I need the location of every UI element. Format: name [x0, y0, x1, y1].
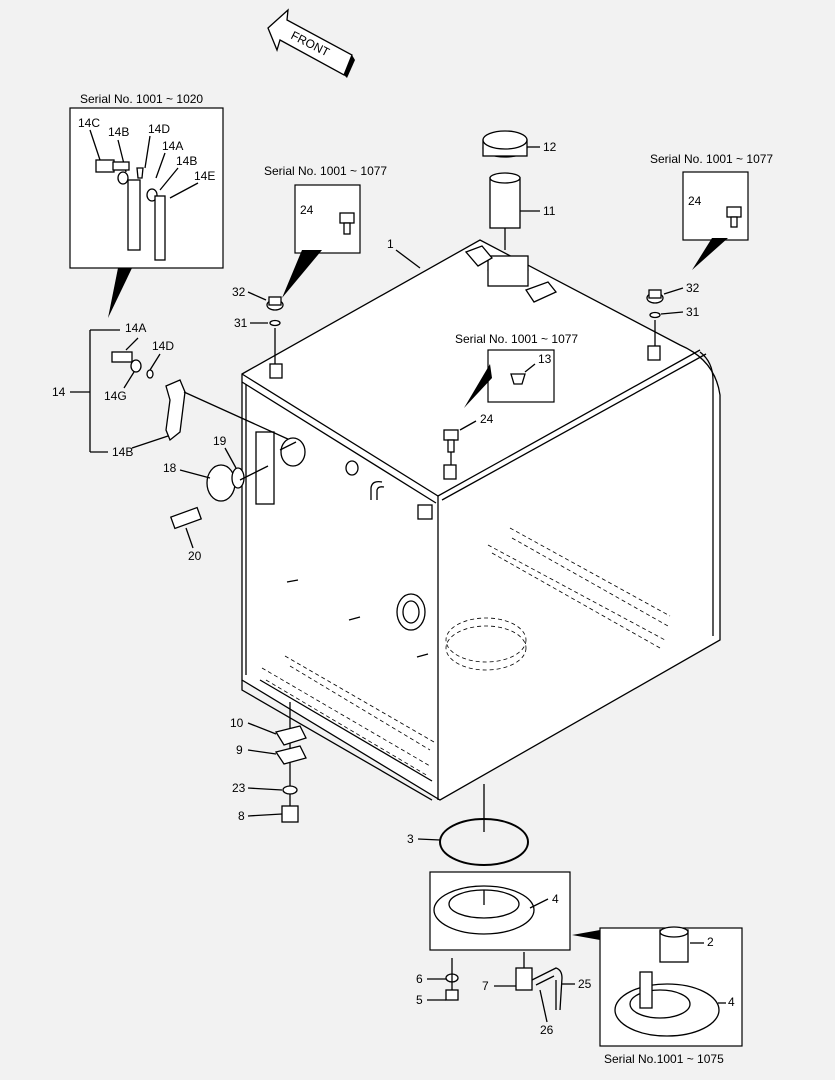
serial-label-1077-right: Serial No. 1001 ~ 1077 — [650, 152, 773, 166]
detail-box-1020 — [69, 107, 224, 269]
callout-24-right: 24 — [688, 194, 702, 208]
callout-11: 11 — [543, 204, 556, 218]
serial-label-1020: Serial No. 1001 ~ 1020 — [80, 92, 203, 106]
detail-box-1077-right — [682, 171, 749, 241]
strainer — [489, 172, 521, 250]
callout-26: 26 — [540, 1023, 554, 1037]
callout-24-left: 24 — [300, 203, 314, 217]
callout-14b: 14B — [112, 445, 133, 459]
front-arrow: FRONT — [267, 8, 355, 78]
serial-label-1077-left: Serial No. 1001 ~ 1077 — [264, 164, 387, 178]
callout-14b-box-1: 14B — [108, 125, 129, 139]
callout-6: 6 — [416, 972, 423, 986]
callout-3: 3 — [407, 832, 414, 846]
callout-9: 9 — [236, 743, 243, 757]
callout-10: 10 — [230, 716, 244, 730]
callout-5: 5 — [416, 993, 423, 1007]
o-ring — [439, 818, 529, 866]
callout-4-left: 4 — [552, 892, 559, 906]
callout-14b-box-2: 14B — [176, 154, 197, 168]
callout-14d: 14D — [152, 339, 174, 353]
callout-14d-box: 14D — [148, 122, 170, 136]
hydraulic-tank — [241, 239, 721, 801]
callout-18: 18 — [163, 461, 177, 475]
callout-24-mid: 24 — [480, 412, 494, 426]
callout-14: 14 — [52, 385, 66, 399]
callout-13: 13 — [538, 352, 552, 366]
callout-4-right: 4 — [728, 995, 735, 1009]
callout-14c-box: 14C — [78, 116, 100, 130]
callout-14a-box: 14A — [162, 139, 183, 153]
callout-1: 1 — [387, 237, 394, 251]
callout-32-right: 32 — [686, 281, 700, 295]
callout-8: 8 — [238, 809, 245, 823]
callout-31-right: 31 — [686, 305, 700, 319]
callout-19: 19 — [213, 434, 227, 448]
serial-label-1075: Serial No.1001 ~ 1075 — [604, 1052, 724, 1066]
callout-2: 2 — [707, 935, 714, 949]
serial-label-1077-mid: Serial No. 1001 ~ 1077 — [455, 332, 578, 346]
callout-14a: 14A — [125, 321, 146, 335]
callout-23: 23 — [232, 781, 246, 795]
callout-31-left: 31 — [234, 316, 248, 330]
callout-14e-box: 14E — [194, 169, 215, 183]
callout-12: 12 — [543, 140, 557, 154]
cap — [482, 130, 528, 158]
callout-14g: 14G — [104, 389, 127, 403]
callout-25: 25 — [578, 977, 592, 991]
callout-20: 20 — [188, 549, 202, 563]
callout-7: 7 — [482, 979, 489, 993]
callout-32-left: 32 — [232, 285, 246, 299]
